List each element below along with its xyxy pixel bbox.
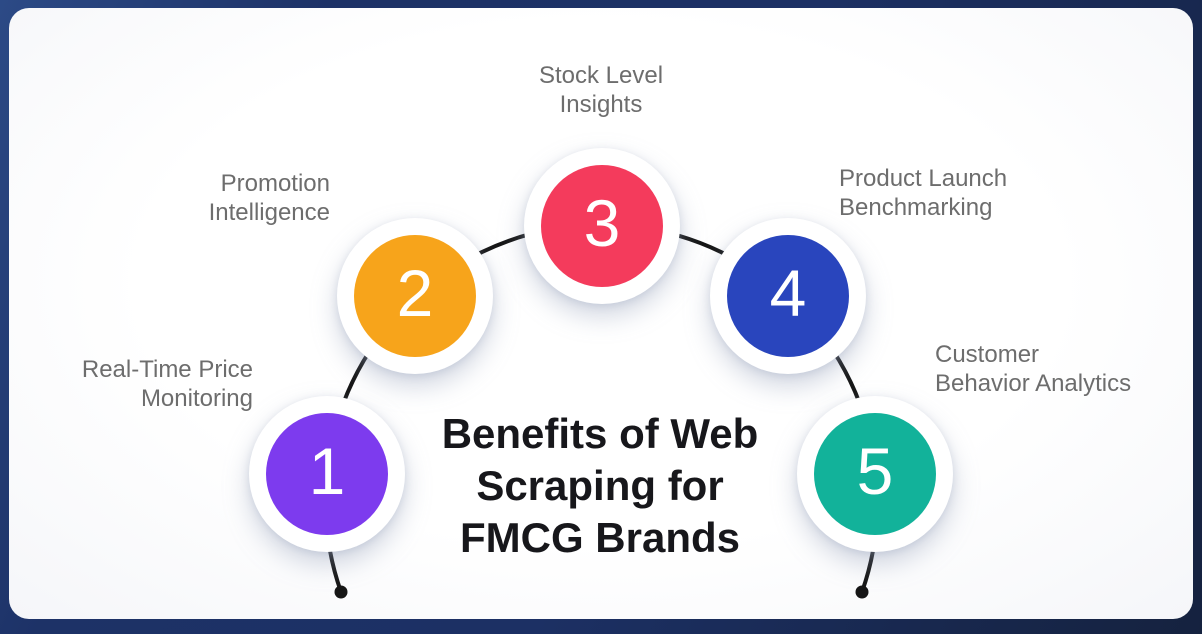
label-line: Promotion	[220, 170, 330, 197]
step-number-3: 3	[583, 186, 621, 260]
step-number-5: 5	[856, 434, 894, 508]
title-line: Benefits of Web	[441, 410, 759, 457]
step-node-3: 3	[524, 148, 680, 304]
label-promotion-intelligence: Promotion Intelligence	[209, 169, 330, 227]
step-circle-5: 5	[814, 413, 936, 535]
label-stock-level-insights: Stock Level Insights	[539, 61, 663, 119]
step-circle-2: 2	[354, 235, 476, 357]
label-line: Benchmarking	[839, 194, 993, 221]
title-line: FMCG Brands	[459, 514, 740, 561]
label-line: Intelligence	[208, 199, 330, 226]
title-line: Scraping for	[476, 462, 724, 509]
step-number-1: 1	[308, 434, 346, 508]
step-node-4: 4	[710, 218, 866, 374]
step-node-2: 2	[337, 218, 493, 374]
step-circle-3: 3	[541, 165, 663, 287]
label-line: Product Launch	[839, 165, 1008, 192]
label-real-time-price-monitoring: Real-Time Price Monitoring	[82, 355, 253, 413]
label-line: Customer	[935, 341, 1040, 368]
step-node-5: 5	[797, 396, 953, 552]
label-line: Stock Level	[538, 62, 664, 89]
label-line: Real-Time Price	[81, 356, 253, 383]
label-customer-behavior-analytics: Customer Behavior Analytics	[935, 340, 1131, 398]
label-line: Behavior Analytics	[935, 370, 1132, 397]
step-number-4: 4	[769, 256, 807, 330]
label-line: Monitoring	[140, 385, 253, 412]
step-number-2: 2	[396, 256, 434, 330]
label-line: Insights	[559, 91, 643, 118]
step-node-1: 1	[249, 396, 405, 552]
step-circle-4: 4	[727, 235, 849, 357]
page-title: Benefits of Web Scraping for FMCG Brands	[442, 408, 759, 564]
label-product-launch-benchmarking: Product Launch Benchmarking	[839, 164, 1007, 222]
step-circle-1: 1	[266, 413, 388, 535]
